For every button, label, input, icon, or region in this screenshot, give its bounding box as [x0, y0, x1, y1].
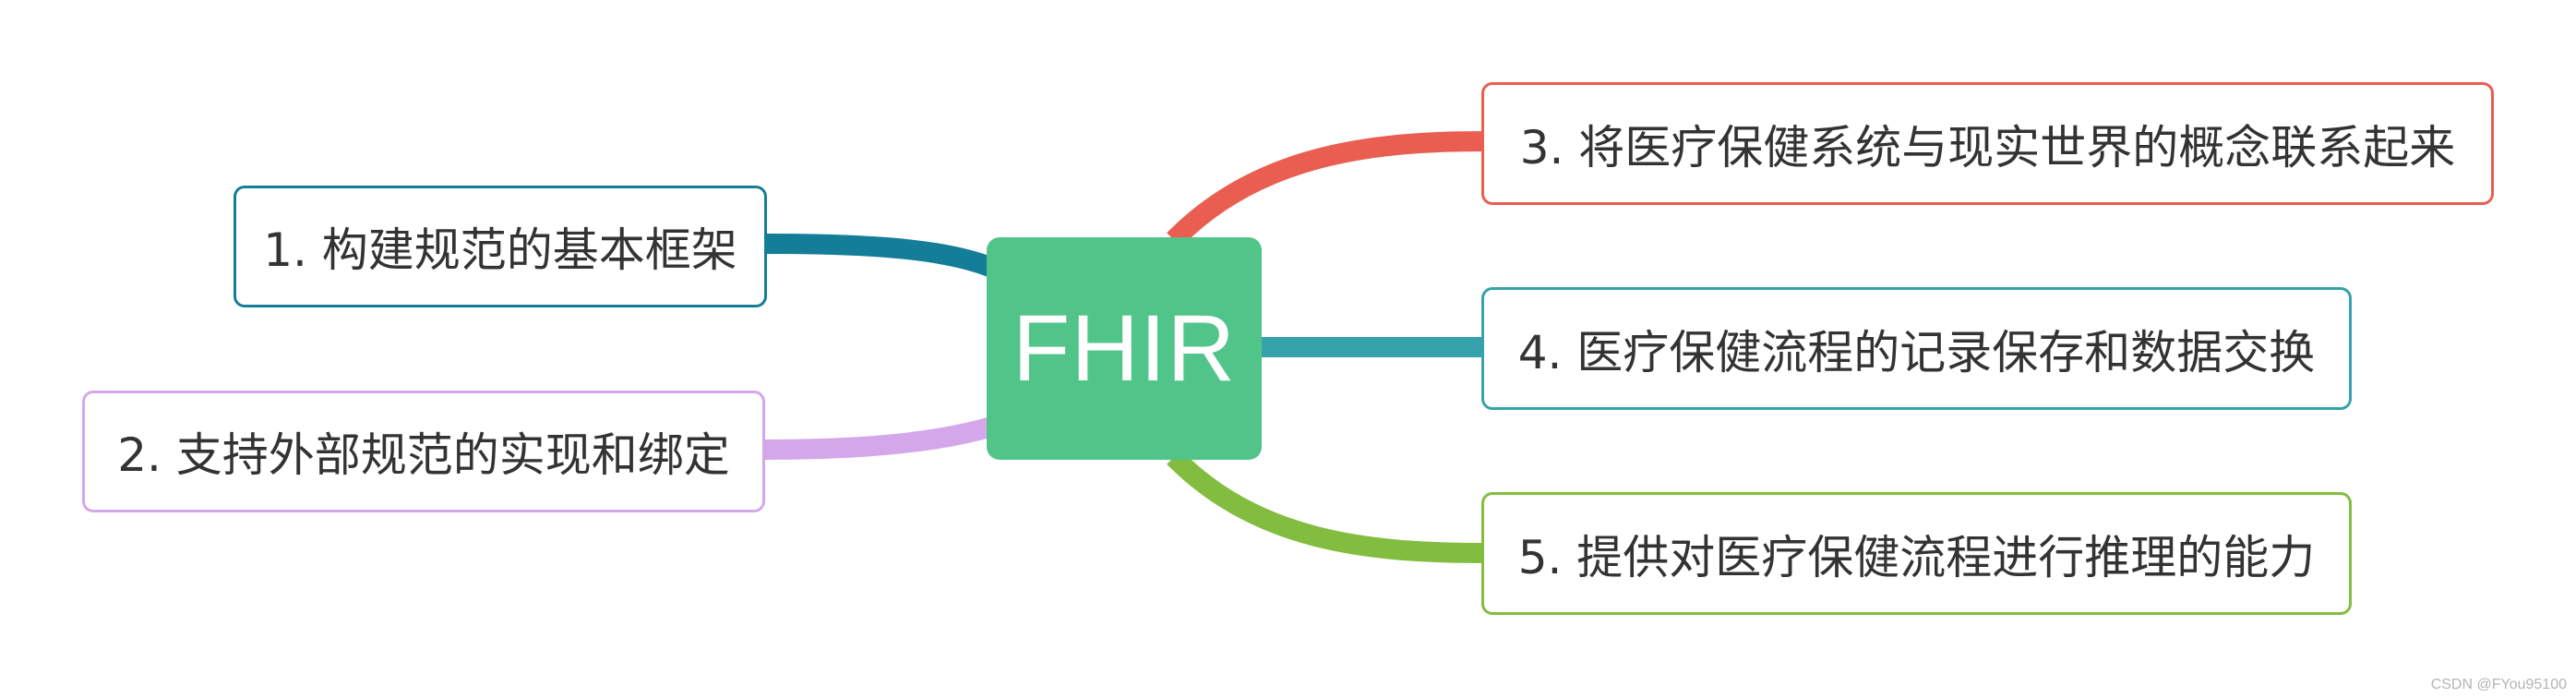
central-topic[interactable]: FHIR [987, 237, 1262, 460]
connector-branch-5 [1167, 450, 1484, 563]
connector-branch-2 [764, 416, 996, 460]
branch-node-2[interactable]: 2. 支持外部规范的实现和绑定 [82, 391, 765, 512]
branch-node-4[interactable]: 4. 医疗保健流程的记录保存和数据交换 [1481, 287, 2352, 410]
branch-label-2: 2. 支持外部规范的实现和绑定 [117, 428, 730, 482]
branch-label-1: 1. 构建规范的基本框架 [263, 223, 737, 277]
branch-node-3[interactable]: 3. 将医疗保健系统与现实世界的概念联系起来 [1481, 82, 2494, 205]
branch-node-1[interactable]: 1. 构建规范的基本框架 [234, 186, 767, 307]
connector-branch-3 [1167, 131, 1484, 247]
watermark: CSDN @FYou95100 [2430, 677, 2567, 692]
branch-label-5: 5. 提供对医疗保健流程进行推理的能力 [1517, 530, 2316, 584]
branch-label-3: 3. 将医疗保健系统与现实世界的概念联系起来 [1519, 120, 2456, 174]
branch-label-4: 4. 医疗保健流程的记录保存和数据交换 [1517, 325, 2316, 379]
branch-node-5[interactable]: 5. 提供对医疗保健流程进行推理的能力 [1481, 492, 2352, 615]
connector-branch-1 [766, 234, 997, 278]
